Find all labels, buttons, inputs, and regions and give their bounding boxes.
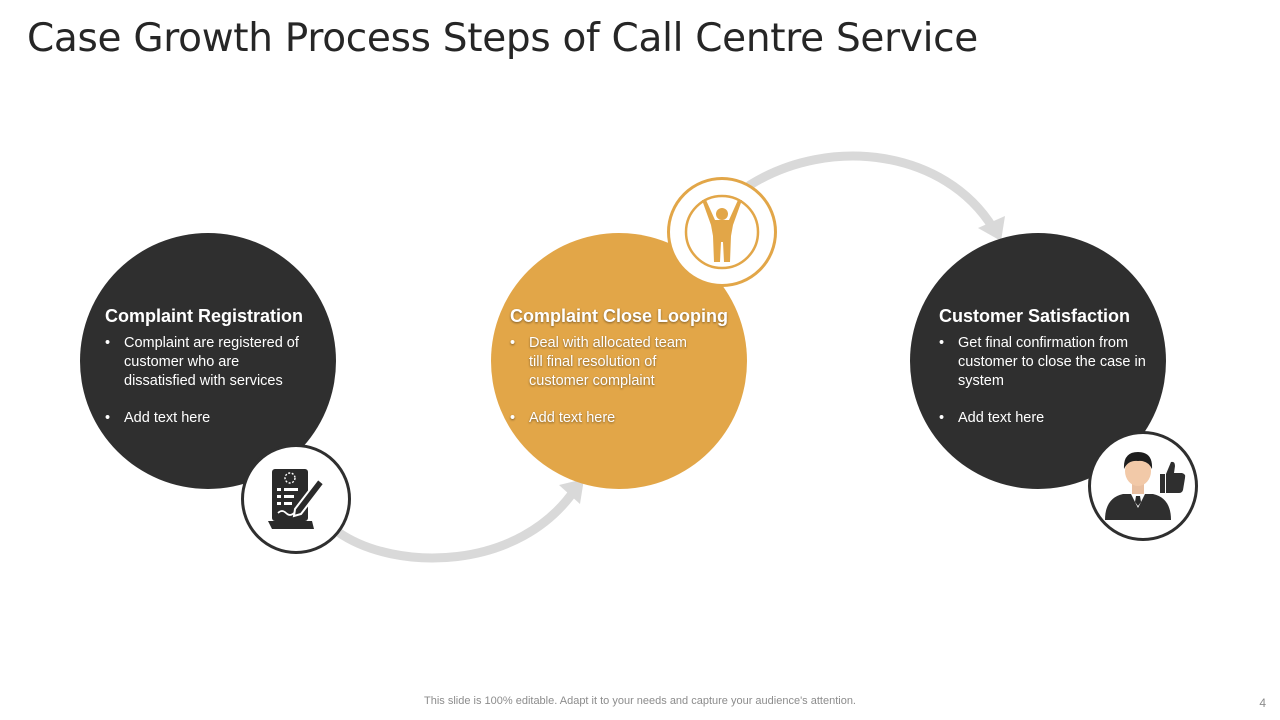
step-heading: Complaint Close Looping	[510, 306, 728, 326]
step-bullets: Complaint are registered of customer who…	[105, 334, 320, 428]
icon-badge-complaint-close-looping	[667, 177, 777, 287]
step-text-complaint-registration: Complaint Registration Complaint are reg…	[105, 306, 320, 428]
icon-badge-customer-satisfaction	[1088, 431, 1198, 541]
step-text-customer-satisfaction: Customer Satisfaction Get final confirma…	[939, 306, 1159, 428]
step-bullet: Add text here	[105, 409, 320, 428]
step-heading: Complaint Registration	[105, 306, 304, 326]
connector-arrowhead-1	[559, 479, 584, 504]
slide-title: Case Growth Process Steps of Call Centre…	[27, 16, 978, 61]
connector-arrow-1-to-2	[333, 483, 581, 563]
document-signing-icon	[268, 469, 326, 529]
step-bullets: Deal with allocated team till final reso…	[510, 334, 745, 428]
icon-badge-complaint-registration	[241, 444, 351, 554]
page-number: 4	[1259, 696, 1266, 710]
person-celebrating-icon	[684, 194, 760, 270]
connector-arrowhead-2	[978, 216, 1005, 241]
step-bullet: Add text here	[939, 409, 1159, 428]
customer-thumbs-up-icon	[1105, 452, 1186, 520]
step-bullet: Complaint are registered of customer who…	[105, 334, 304, 391]
footer-note: This slide is 100% editable. Adapt it to…	[424, 695, 856, 707]
step-bullets: Get final confirmation from customer to …	[939, 334, 1159, 428]
step-bullet: Get final confirmation from customer to …	[939, 334, 1148, 391]
step-heading: Customer Satisfaction	[939, 306, 1131, 326]
step-text-complaint-close-looping: Complaint Close Looping Deal with alloca…	[510, 306, 745, 428]
step-bullet: Add text here	[510, 409, 745, 428]
connector-arrow-2-to-3	[745, 151, 998, 233]
step-bullet: Deal with allocated team till final reso…	[510, 334, 699, 391]
